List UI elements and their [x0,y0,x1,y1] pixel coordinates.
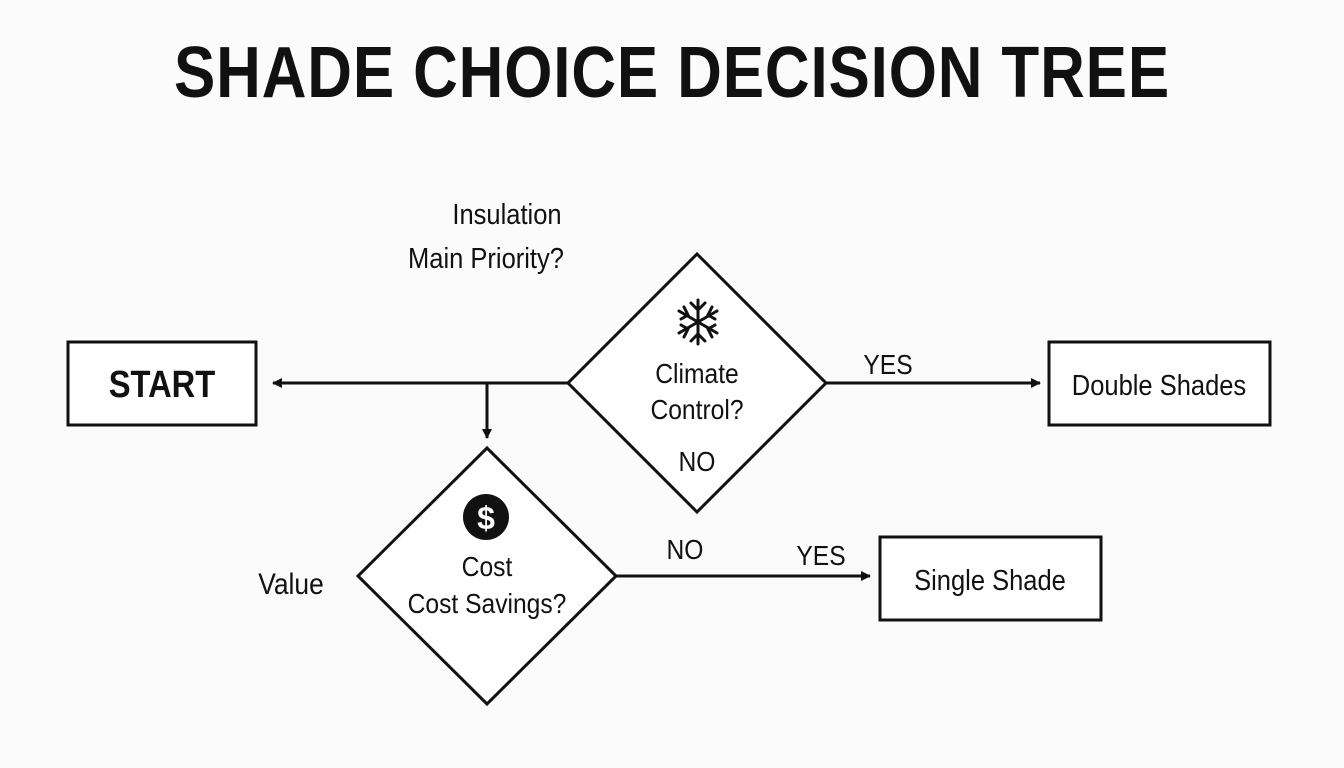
no-cost-label: NO [667,534,704,566]
snowflake-icon [677,298,719,346]
insulation-note-line1: Insulation [452,197,561,230]
yes-single-label: YES [796,540,845,572]
cost-question-line2: Cost Savings? [408,588,567,620]
single-shade-node [878,535,1103,622]
single-shade-label: Single Shade [914,563,1066,596]
climate-question-line1: Climate [655,358,738,390]
cost-decision [355,445,619,707]
start-node [66,340,258,427]
double-shades-label: Double Shades [1072,368,1246,401]
value-note: Value [258,566,324,600]
start-label: START [109,363,216,406]
yes-double-label: YES [863,349,912,381]
climate-no-label: NO [679,446,716,478]
climate-decision [565,251,829,515]
climate-question-line2: Control? [650,394,743,426]
page-title: SHADE CHOICE DECISION TREE [173,33,1170,113]
insulation-note-line2: Main Priority? [408,241,564,274]
cost-question-line1: Cost [462,551,513,583]
dollar-coin-icon: $ [463,494,509,540]
double-shades-node [1047,340,1272,427]
svg-text:$: $ [477,500,495,536]
